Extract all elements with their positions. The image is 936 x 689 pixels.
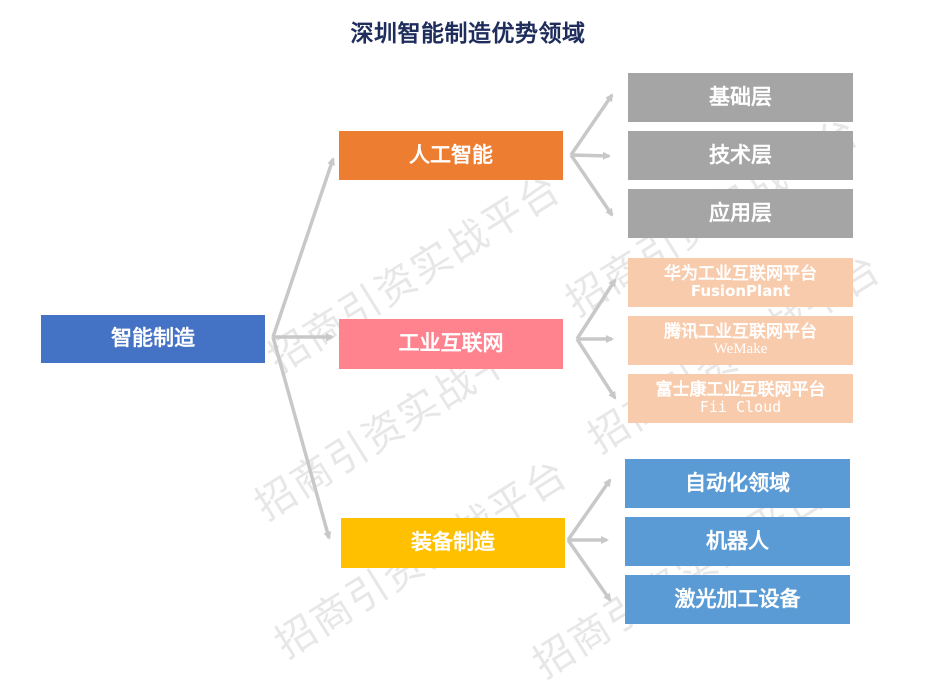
node-artificial-intelligence: 人工智能 — [339, 131, 563, 180]
connector-arrows — [271, 93, 617, 602]
node-label: 装备制造 — [411, 530, 495, 555]
arrow-eq-3 — [566, 538, 612, 602]
node-intelligent-manufacturing: 智能制造 — [41, 315, 265, 363]
node-sublabel: WeMake — [713, 340, 768, 357]
arrow-root-ai — [271, 157, 335, 338]
node-sublabel: Fii Cloud — [699, 397, 782, 416]
node-sublabel: FusionPlant — [690, 281, 791, 300]
page-title: 深圳智能制造优势领域 — [350, 21, 586, 47]
node-foundation-layer: 基础层 — [628, 73, 853, 122]
arrow-ii-1 — [575, 278, 617, 340]
arrow-ii-3 — [575, 338, 617, 400]
node-label: 富士康工业互联网平台 — [655, 379, 826, 400]
arrow-eq-1 — [566, 478, 612, 542]
node-huawei-platform: 华为工业互联网平台 FusionPlant — [628, 258, 853, 307]
node-label: 技术层 — [709, 142, 772, 167]
node-label: 腾讯工业互联网平台 — [664, 321, 817, 342]
arrow-ai-1 — [569, 93, 614, 156]
node-label: 基础层 — [709, 84, 772, 109]
node-label: 智能制造 — [111, 326, 195, 351]
node-label: 激光加工设备 — [674, 586, 801, 611]
arrow-root-equipment — [271, 336, 332, 540]
node-label: 华为工业互联网平台 — [664, 263, 817, 284]
node-automation: 自动化领域 — [625, 459, 850, 508]
node-robots: 机器人 — [625, 517, 850, 566]
arrow-ai-3 — [569, 154, 614, 217]
arrow-ai-2 — [570, 151, 611, 160]
node-label: 自动化领域 — [685, 470, 790, 495]
node-label: 应用层 — [709, 200, 772, 225]
node-equipment-manufacturing: 装备制造 — [341, 518, 565, 568]
node-application-layer: 应用层 — [628, 189, 853, 238]
node-technology-layer: 技术层 — [628, 131, 853, 180]
node-label: 人工智能 — [409, 142, 493, 167]
node-laser-processing: 激光加工设备 — [625, 575, 850, 624]
node-label: 工业互联网 — [398, 331, 504, 356]
node-label: 机器人 — [706, 528, 769, 553]
node-tencent-platform: 腾讯工业互联网平台 WeMake — [628, 316, 853, 365]
node-industrial-internet: 工业互联网 — [339, 319, 563, 369]
node-foxconn-platform: 富士康工业互联网平台 Fii Cloud — [628, 374, 853, 423]
